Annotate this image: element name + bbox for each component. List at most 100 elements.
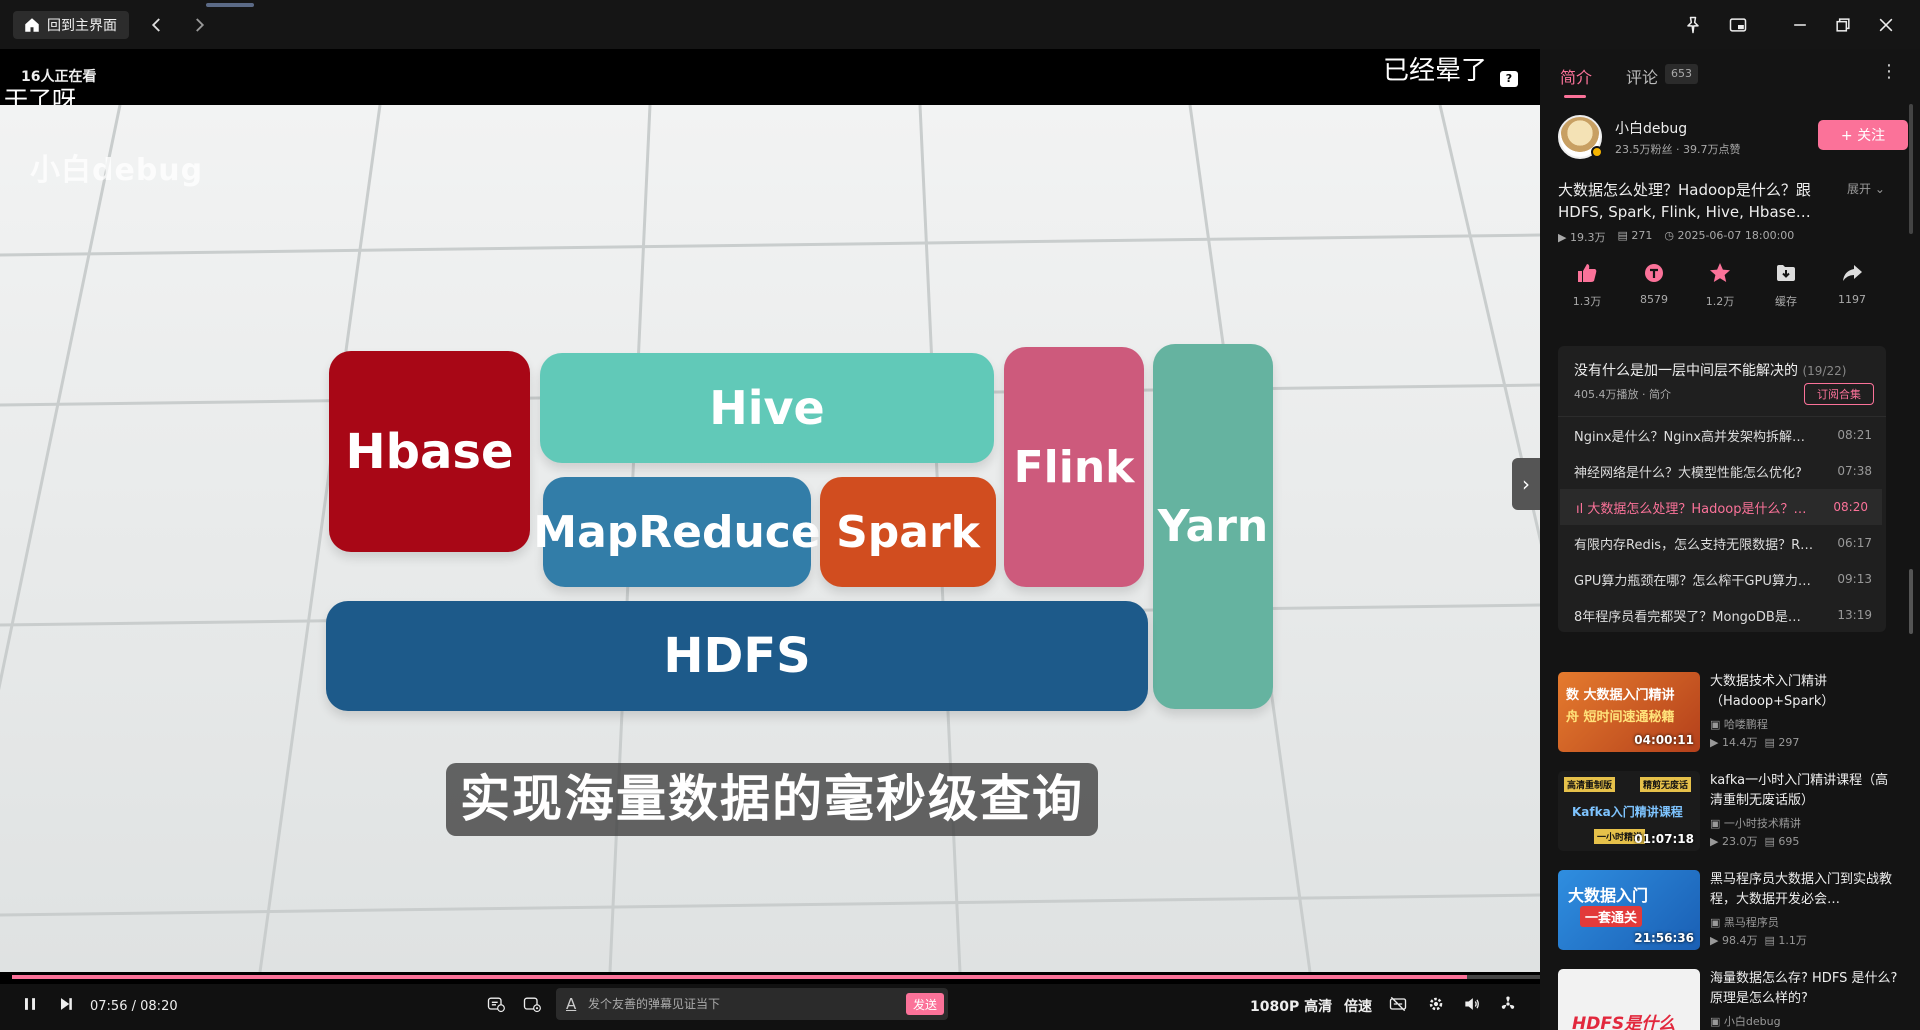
danmaku-input-box: A 发送 [556,988,948,1020]
close-icon[interactable] [1873,12,1899,38]
views-stat: ▶︎ 19.3万 [1558,229,1605,245]
hbase-block: Hbase [329,351,530,552]
scrollbar-thumb[interactable] [1909,569,1913,634]
video-player[interactable]: 16人正在看 干了呀 已经晕了 ? [0,49,1540,1030]
mini-player-icon[interactable] [1725,12,1751,38]
clock-icon: ◷ [1664,229,1678,242]
video-subtitle: 实现海量数据的毫秒级查询 [446,763,1098,836]
danmaku-comment: 已经晕了 [1383,56,1488,86]
collection-item[interactable]: Nginx是什么？Nginx高并发架构拆解… 08:21 [1558,417,1886,453]
collection-item[interactable]: GPU算力瓶颈在哪？怎么榨干GPU算力… 09:13 [1558,561,1886,597]
recommended-stats: ▶︎ 14.4万 ▤ 297 [1710,734,1799,750]
danmaku-count-icon: ▤ [1764,835,1779,848]
recommended-video[interactable]: 高清重制版 精剪无废话 Kafka入门精讲课程 一小时精讲 01:07:18 k… [1558,771,1908,853]
video-meta: ▶︎ 19.3万 ▤ 271 ◷ 2025-06-07 18:00:00 [1558,229,1794,245]
quality-selector[interactable]: 1080P 高清 [1250,999,1333,1015]
views-count: 19.3万 [1569,231,1606,244]
subtitle-toggle-button[interactable] [1388,994,1408,1014]
time-display: 07:56 / 08:20 [90,999,178,1014]
collection-item[interactable]: 8年程序员看完都哭了？MongoDB是… 13:19 [1558,597,1886,632]
video-thumbnail[interactable]: 大数据入门 一套通关 21:56:36 [1558,870,1700,950]
recommended-uploader: ▣ 一小时技术精讲 [1710,815,1801,831]
chevron-left-icon[interactable] [145,13,169,37]
like-button[interactable]: 1.3万 [1562,261,1612,309]
pin-icon[interactable] [1680,12,1706,38]
more-options-icon[interactable]: ⋮ [1880,61,1898,82]
thumbnail-duration: 04:00:11 [1634,733,1694,747]
tab-comments[interactable]: 评论 [1626,68,1659,87]
expand-description-button[interactable]: 展开 ⌄ [1847,180,1885,197]
thumbs-up-icon [1578,264,1597,282]
cache-label: 缓存 [1775,295,1797,308]
divider [1558,416,1886,417]
recommended-video[interactable]: 数 大数据入门精讲 舟 短时间速通秘籍 04:00:11 大数据技术入门精讲（H… [1558,672,1908,754]
pause-button[interactable] [20,994,40,1014]
cache-button[interactable]: 缓存 [1761,261,1811,309]
progress-bar[interactable] [12,975,1540,979]
collection-item-title: Nginx是什么？Nginx高并发架构拆解… [1574,429,1806,445]
hive-block: Hive [540,353,994,463]
chevron-right-icon[interactable] [187,13,211,37]
collection-item-duration: 09:13 [1837,572,1872,586]
star-icon [1710,263,1730,282]
coin-button[interactable]: 8579 [1629,261,1679,306]
rec-danmaku: 695 [1778,835,1800,848]
collection-stats: 405.4万播放 · 简介 [1574,388,1671,401]
recommended-title: 黑马程序员大数据入门到实战教程，大数据开发必会… [1710,872,1893,907]
danmaku-count-icon: ▤ [1764,934,1779,947]
restore-icon[interactable] [1830,12,1856,38]
danmaku-settings-icon[interactable]: ? [1500,71,1518,87]
verified-badge-icon [1591,146,1603,158]
home-button[interactable]: 回到主界面 [13,11,129,39]
recommended-video[interactable]: 大数据入门 一套通关 21:56:36 黑马程序员大数据入门到实战教程，大数据开… [1558,870,1908,952]
play-count-icon: ▶︎ [1710,835,1722,848]
danmaku-count-icon: ▤ [1764,736,1779,749]
danmaku-settings-button[interactable] [522,994,542,1014]
active-tab-underline [1564,95,1586,98]
share-count: 1197 [1838,293,1866,306]
next-button[interactable] [56,994,76,1014]
rec-views: 98.4万 [1721,934,1758,947]
danmaku-input[interactable] [588,992,888,1016]
danmaku-count: 271 [1631,229,1653,242]
fullscreen-button[interactable] [1498,994,1518,1014]
collection-item-title: 8年程序员看完都哭了？MongoDB是… [1574,609,1801,625]
tab-intro[interactable]: 简介 [1560,68,1593,87]
collection-item[interactable]: 神经网络是什么？大模型性能怎么优化? 07:38 [1558,453,1886,489]
favorite-button[interactable]: 1.2万 [1695,261,1745,309]
spark-block: Spark [820,477,996,587]
coin-count: 8579 [1640,293,1668,306]
video-thumbnail[interactable]: HDFS是什么 [1558,969,1700,1030]
send-danmaku-button[interactable]: 发送 [906,993,944,1015]
thumbnail-text: 大数据入门 [1568,886,1649,905]
settings-button[interactable] [1426,994,1446,1014]
uploader-name: 哈喽鹏程 [1723,718,1768,731]
danmaku-toggle-button[interactable] [486,994,506,1014]
recommended-title: kafka一小时入门精讲课程（高清重制无废话版） [1710,773,1889,808]
minimize-icon[interactable] [1787,12,1813,38]
author-name[interactable]: 小白debug [1615,121,1688,137]
like-count: 1.3万 [1572,295,1602,308]
video-thumbnail[interactable]: 高清重制版 精剪无废话 Kafka入门精讲课程 一小时精讲 01:07:18 [1558,771,1700,851]
recommended-video[interactable]: HDFS是什么 海量数据怎么存? HDFS 是什么? 原理是怎么样的? ▣ 小白… [1558,969,1908,1030]
gear-icon [1429,997,1443,1011]
scrollbar-thumb[interactable] [1909,104,1913,234]
uploader-icon: ▣ [1710,817,1724,830]
subscribe-collection-button[interactable]: 订阅合集 [1804,383,1874,405]
speed-selector[interactable]: 倍速 [1344,999,1372,1015]
volume-button[interactable] [1462,994,1482,1014]
recommended-stats: ▶︎ 23.0万 ▤ 695 [1710,833,1799,849]
sidebar-toggle-button[interactable]: › [1512,458,1540,510]
text-style-icon[interactable]: A [566,995,577,1013]
viewer-count: 16人正在看 [21,69,97,85]
channel-watermark: 小白debug [30,153,204,188]
collection-item[interactable]: 有限内存Redis，怎么支持无限数据？R… 06:17 [1558,525,1886,561]
danmaku-on-icon [487,997,505,1013]
video-thumbnail[interactable]: 数 大数据入门精讲 舟 短时间速通秘籍 04:00:11 [1558,672,1700,752]
follow-button[interactable]: + 关注 [1818,120,1908,150]
collection-title[interactable]: 没有什么是加一层中间层不能解决的 (19/22) [1574,360,1846,380]
recommended-uploader: ▣ 哈喽鹏程 [1710,716,1768,732]
recommended-uploader: ▣ 小白debug [1710,1013,1781,1029]
collection-item-current[interactable]: ıl 大数据怎么处理？Hadoop是什么？… 08:20 [1560,489,1882,525]
share-button[interactable]: 1197 [1827,261,1877,306]
